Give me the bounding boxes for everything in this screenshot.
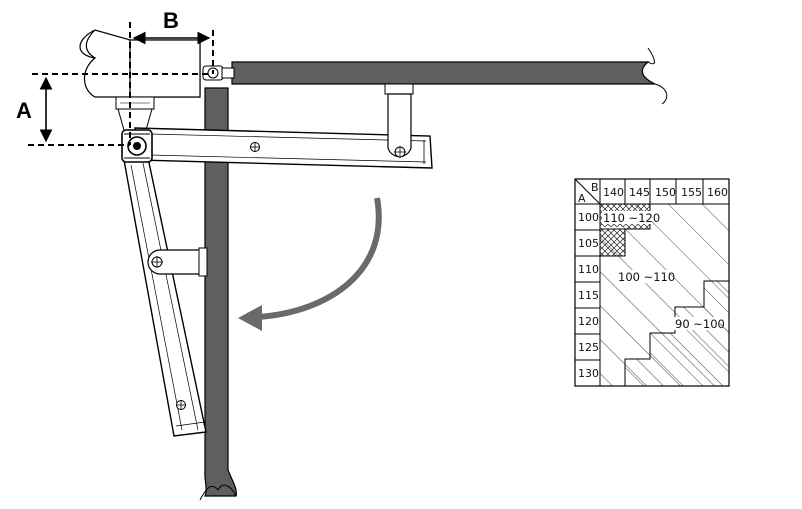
door-leaf-open — [199, 87, 237, 501]
table-row-105: 105 — [578, 237, 599, 250]
door-bracket-open — [147, 247, 208, 277]
zone-label-bottom: 90 ~100 — [675, 317, 725, 331]
table-row-115: 115 — [578, 289, 599, 302]
zone-label-middle: 100 ~110 — [618, 270, 675, 284]
table-row-125: 125 — [578, 341, 599, 354]
table-col-145: 145 — [629, 186, 650, 199]
table-col-140: 140 — [603, 186, 624, 199]
closer-arm-closed — [134, 127, 433, 169]
table-row-110: 110 — [578, 263, 599, 276]
table-row-120: 120 — [578, 315, 599, 328]
door-bracket-closed — [384, 83, 414, 158]
table-col-160: 160 — [707, 186, 728, 199]
closer-arm-open — [123, 157, 207, 437]
table-col-150: 150 — [655, 186, 676, 199]
table-corner-b: B — [591, 181, 599, 194]
dimension-a: A — [16, 73, 212, 146]
table-corner-a: A — [578, 192, 586, 205]
dimension-b: B — [129, 8, 214, 145]
door-frame-header — [79, 29, 201, 98]
zone-label-top: 110 ~120 — [603, 211, 660, 225]
table-row-100: 100 — [578, 211, 599, 224]
dimension-a-label: A — [16, 98, 32, 123]
table-row-130: 130 — [578, 367, 599, 380]
closer-spindle — [121, 129, 153, 163]
closer-mount-bracket — [115, 96, 155, 131]
table-col-155: 155 — [681, 186, 702, 199]
door-leaf-closed — [231, 47, 668, 105]
dimension-b-label: B — [163, 8, 179, 33]
swing-direction-arrow — [238, 197, 382, 331]
dimension-lookup-table: B A 140 145 150 155 160 100 105 110 115 … — [574, 178, 730, 387]
